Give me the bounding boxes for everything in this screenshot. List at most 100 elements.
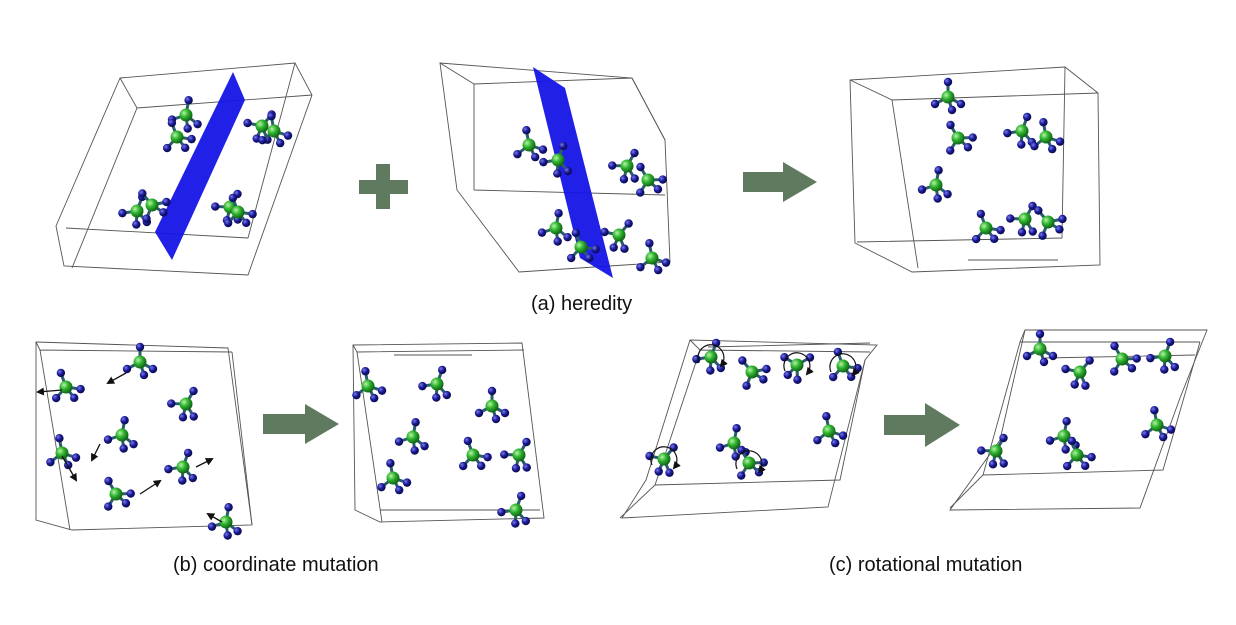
tetrahedral-molecule bbox=[118, 192, 152, 229]
tetrahedral-molecule bbox=[1061, 356, 1094, 390]
ligand-atom bbox=[585, 253, 594, 263]
ligand-atom bbox=[148, 364, 158, 374]
central-atom bbox=[704, 350, 718, 364]
central-atom bbox=[466, 448, 480, 462]
displacement-arrow bbox=[36, 387, 63, 396]
ligand-atom bbox=[553, 237, 562, 246]
ligand-atom bbox=[571, 228, 581, 238]
molecules-c1 bbox=[645, 338, 862, 480]
cell-b-parent bbox=[35, 341, 253, 531]
ligand-atom bbox=[1158, 432, 1168, 442]
ligand-atom bbox=[418, 381, 427, 391]
ligand-atom bbox=[243, 118, 252, 128]
ligand-atom bbox=[609, 243, 618, 252]
molecules-a2 bbox=[513, 126, 671, 275]
right-arrow-icon bbox=[884, 403, 960, 447]
ligand-atom bbox=[838, 431, 848, 440]
ligand-atom bbox=[1039, 357, 1049, 367]
tetrahedral-molecule bbox=[636, 162, 667, 197]
central-atom bbox=[551, 153, 565, 167]
ligand-atom bbox=[653, 185, 663, 194]
ligand-atom bbox=[46, 457, 55, 467]
central-atom bbox=[219, 515, 233, 529]
displacement-arrow bbox=[206, 513, 223, 523]
ligand-atom bbox=[369, 393, 379, 403]
caption-rotational-mutation: (c) rotational mutation bbox=[829, 554, 1023, 576]
ligand-atom bbox=[522, 463, 531, 472]
tetrahedral-molecule bbox=[497, 491, 531, 528]
displacement-arrow bbox=[106, 372, 127, 384]
cutting-plane-2 bbox=[533, 67, 613, 278]
ligand-atom bbox=[661, 258, 671, 267]
ligand-atom bbox=[990, 234, 999, 244]
ligand-atom bbox=[1160, 365, 1169, 374]
tetrahedral-molecule bbox=[1006, 201, 1037, 237]
central-atom bbox=[485, 399, 499, 413]
tetrahedral-molecule bbox=[513, 126, 548, 162]
ligand-atom bbox=[377, 386, 387, 395]
tetrahedral-molecule bbox=[418, 365, 452, 402]
molecules-b1 bbox=[46, 342, 242, 540]
ligand-atom bbox=[1165, 337, 1175, 347]
ligand-atom bbox=[1170, 362, 1180, 372]
ligand-atom bbox=[706, 366, 715, 375]
ligand-atom bbox=[530, 152, 540, 162]
ligand-atom bbox=[988, 460, 998, 469]
central-atom bbox=[386, 471, 400, 485]
displacement-arrow bbox=[195, 458, 214, 468]
central-atom bbox=[645, 251, 659, 265]
ligand-atom bbox=[522, 437, 531, 447]
ligand-atom bbox=[120, 416, 129, 425]
central-atom bbox=[1039, 130, 1053, 144]
tetrahedral-molecule bbox=[377, 459, 412, 495]
central-atom bbox=[509, 503, 523, 517]
ligand-atom bbox=[159, 208, 168, 217]
ligand-atom bbox=[1055, 225, 1064, 234]
central-atom bbox=[176, 460, 190, 474]
ligand-atom bbox=[1017, 140, 1026, 149]
ligand-atom bbox=[511, 519, 520, 528]
ligand-atom bbox=[1061, 364, 1070, 374]
ligand-atom bbox=[242, 218, 251, 228]
ligand-atom bbox=[522, 126, 531, 135]
central-atom bbox=[267, 124, 281, 138]
right-arrow-icon bbox=[743, 162, 817, 202]
ligand-atom bbox=[793, 375, 802, 384]
central-atom bbox=[55, 446, 69, 460]
ligand-atom bbox=[402, 478, 412, 487]
central-atom bbox=[133, 355, 147, 369]
ligand-atom bbox=[139, 370, 149, 380]
ligand-atom bbox=[738, 356, 747, 365]
central-atom bbox=[745, 365, 759, 379]
central-atom bbox=[1070, 448, 1084, 462]
tetrahedral-molecule bbox=[930, 77, 966, 115]
ligand-atom bbox=[394, 485, 404, 495]
ligand-atom bbox=[591, 244, 600, 254]
cutting-plane-1 bbox=[155, 72, 245, 260]
plus-icon bbox=[359, 164, 408, 209]
ligand-atom bbox=[1034, 206, 1043, 215]
tetrahedral-molecule bbox=[122, 342, 158, 380]
ligand-atom bbox=[437, 365, 447, 375]
ligand-atom bbox=[1028, 201, 1037, 211]
ligand-atom bbox=[1039, 118, 1048, 127]
ligand-atom bbox=[636, 262, 645, 272]
ligand-atom bbox=[223, 531, 232, 540]
ligand-atom bbox=[1022, 112, 1032, 122]
ligand-atom bbox=[1017, 228, 1027, 237]
ligand-atom bbox=[971, 234, 981, 244]
ligand-atom bbox=[563, 232, 572, 242]
tetrahedral-molecule bbox=[917, 166, 952, 203]
ligand-atom bbox=[491, 414, 501, 424]
ligand-atom bbox=[645, 451, 654, 461]
central-atom bbox=[620, 159, 634, 173]
tetrahedral-molecule bbox=[813, 412, 848, 448]
ligand-atom bbox=[731, 452, 740, 461]
central-atom bbox=[1041, 215, 1055, 229]
central-atom bbox=[361, 379, 375, 393]
ligand-atom bbox=[636, 162, 645, 172]
ligand-atom bbox=[1061, 445, 1070, 454]
tetrahedral-molecule bbox=[46, 434, 81, 470]
cell-a-parent-1 bbox=[55, 62, 313, 276]
ligand-atom bbox=[122, 364, 132, 374]
